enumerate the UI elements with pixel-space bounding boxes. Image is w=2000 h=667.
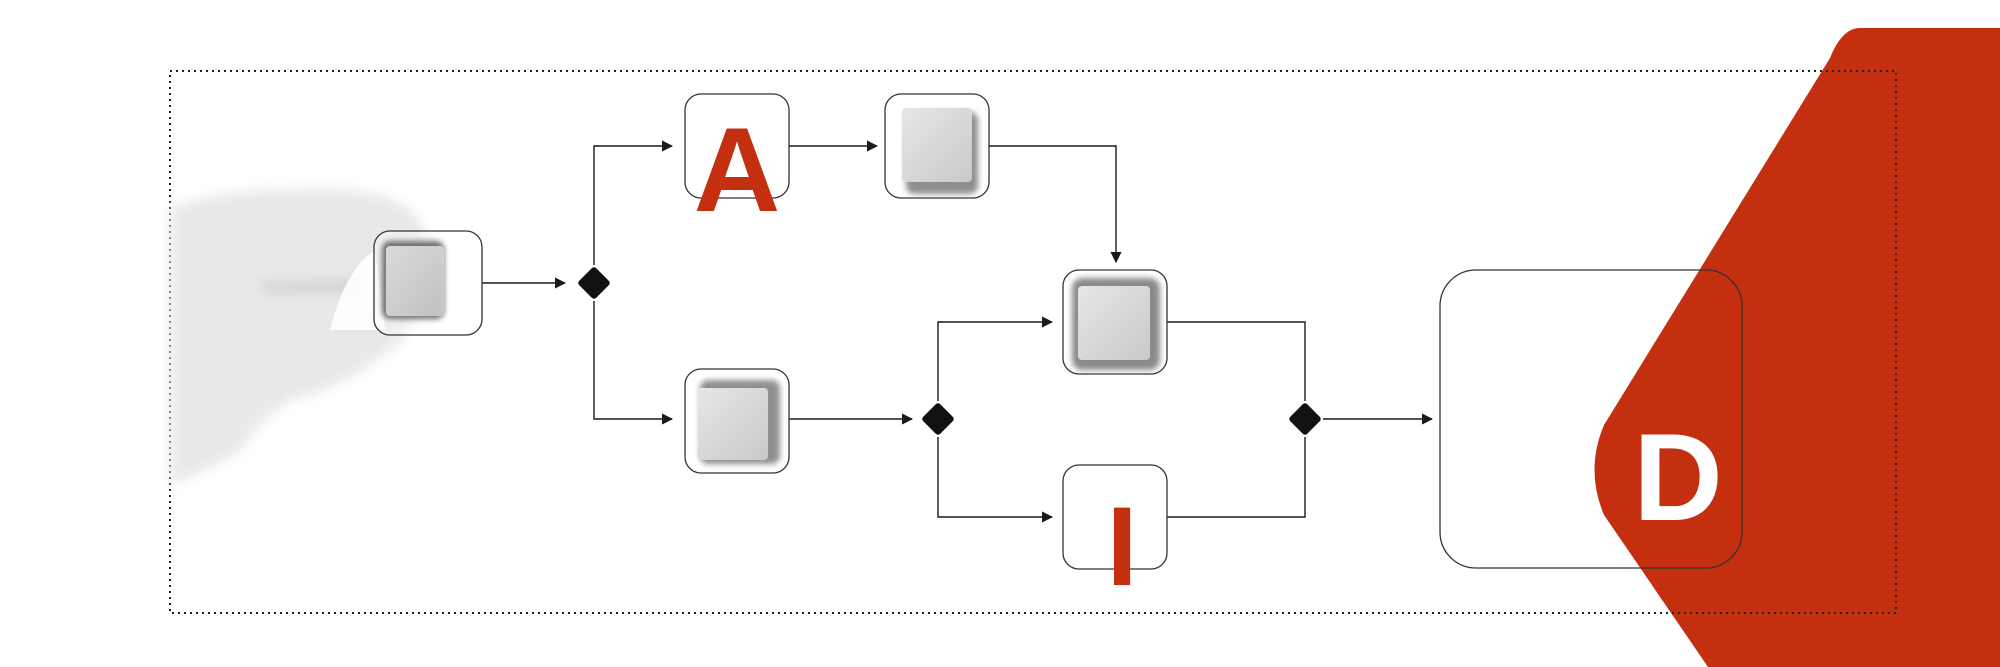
cube-icon bbox=[1072, 278, 1160, 370]
end-node: D bbox=[1439, 269, 1743, 569]
end-node-label: D bbox=[1633, 409, 1723, 547]
task-a: A bbox=[684, 93, 790, 237]
task-e bbox=[1062, 269, 1168, 375]
connectors bbox=[482, 140, 1434, 523]
task-i: I bbox=[1062, 464, 1168, 609]
start-node bbox=[373, 230, 483, 336]
task-c bbox=[684, 368, 790, 474]
task-b bbox=[884, 93, 990, 199]
gateway-split-1 bbox=[578, 267, 610, 299]
cube-icon bbox=[902, 108, 978, 194]
hand-thumb bbox=[330, 250, 385, 330]
cube-icon bbox=[382, 241, 444, 319]
gateway-split-2 bbox=[922, 403, 954, 435]
gateway-merge bbox=[1289, 403, 1321, 435]
task-a-label: A bbox=[694, 103, 781, 237]
task-i-label: I bbox=[1106, 484, 1137, 609]
cube-icon bbox=[698, 380, 780, 464]
accent-shape bbox=[1594, 28, 2000, 667]
